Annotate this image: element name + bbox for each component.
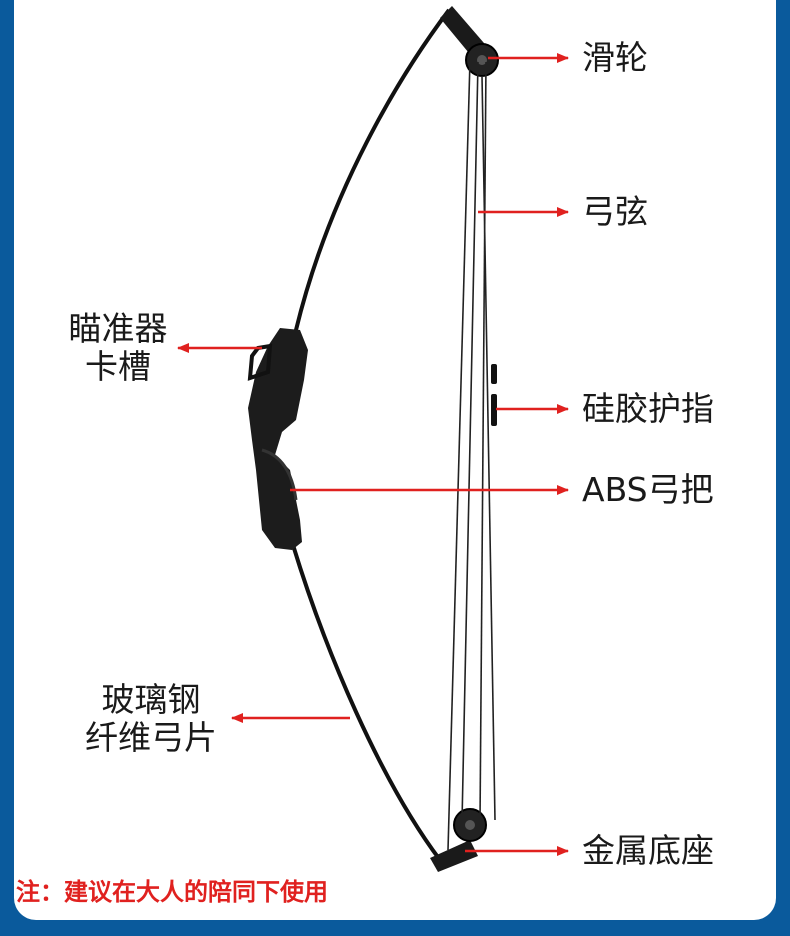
- label-sight-slot-line2: 卡槽: [85, 347, 151, 386]
- finger-guard-top: [491, 364, 497, 384]
- label-metal-base: 金属底座: [582, 831, 714, 870]
- label-finger-guard: 硅胶护指: [582, 389, 714, 428]
- label-sight-slot: 瞄准器 卡槽: [58, 310, 178, 386]
- bottom-metal-base: [430, 840, 478, 872]
- finger-guard-bottom: [491, 394, 497, 426]
- usage-note: 注：建议在大人的陪同下使用: [16, 878, 328, 906]
- product-panel: [14, 0, 776, 920]
- label-limb-line1: 玻璃钢: [101, 680, 201, 719]
- upper-limb: [294, 8, 451, 331]
- label-pulley: 滑轮: [582, 38, 648, 77]
- label-limb: 玻璃钢 纤维弓片: [76, 681, 226, 757]
- lower-limb: [291, 544, 442, 862]
- callout-arrows: [177, 53, 569, 856]
- abs-grip: [248, 328, 308, 550]
- label-string: 弓弦: [582, 192, 648, 231]
- sight-slot: [247, 343, 273, 381]
- label-sight-slot-line1: 瞄准器: [68, 309, 168, 348]
- label-limb-line2: 纤维弓片: [85, 718, 217, 757]
- label-abs-grip: ABS弓把: [582, 470, 714, 509]
- bow-diagram: [177, 6, 569, 872]
- bow-strings: [447, 59, 496, 851]
